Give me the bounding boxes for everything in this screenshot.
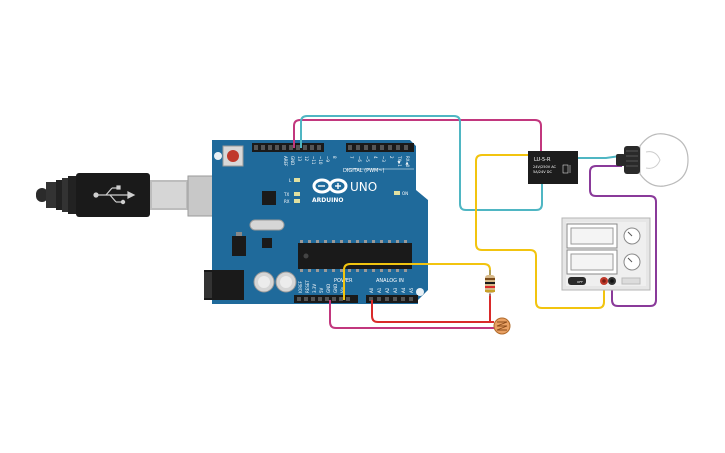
relay-rating-1: 24V/250V AC [533,165,557,169]
resistor[interactable] [485,270,495,296]
relay-rating-2: 5A/24V DC [533,170,552,174]
relay-model: LU-5-R [534,157,551,163]
pin-label-d2: 2 [389,156,394,159]
analog-header [366,295,418,303]
voltage-knob[interactable] [623,227,641,245]
wire-purple-bulb[interactable] [589,165,657,307]
wire-cyan-bulb[interactable] [576,155,621,159]
wire-yellow-resistor[interactable] [343,263,491,300]
pin-label-d7: 7 [349,156,354,159]
supply-terminal-positive[interactable] [600,277,608,285]
pin-label-a5: A5 [409,287,414,293]
pin-label-3v3: 3.3V [312,284,317,293]
pin-label-a1: A1 [377,287,382,293]
light-bulb[interactable] [616,133,689,187]
pin-label-gnd2: GND [333,284,338,293]
usb-symbol-icon [93,185,136,205]
photoresistor-ldr[interactable] [493,317,511,335]
pin-label-d5: ~5 [365,156,370,162]
relay-symbol-icon [562,164,571,174]
wire-magenta-relay[interactable] [293,119,542,152]
supply-button-label: OFF [577,280,583,284]
arduino-logo-icon [312,178,348,194]
crystal-oscillator [249,219,285,231]
pin-label-a2: A2 [385,287,390,293]
pin-label-d8: 8 [332,156,337,159]
pin-label-d13: 13 [297,156,302,162]
pin-label-d12: 12 [304,156,309,162]
dc-power-supply[interactable]: OFF [561,217,651,291]
pin-label-d3: ~3 [381,156,386,162]
supply-terminal-negative[interactable] [608,277,616,285]
atmega-chip [298,243,412,269]
led-on [394,191,400,195]
led-label-l: L [289,178,292,183]
pin-label-a4: A4 [401,287,406,293]
wire-cyan-relay[interactable] [300,115,543,211]
board-brand: ARDUINO [312,197,343,204]
supply-label-plate [621,277,641,285]
small-chip [262,238,272,248]
led-label-rx: RX [284,199,290,204]
usb-chip [262,191,276,205]
analog-label: ANALOG IN [376,278,404,284]
pin-label-5v: 5V [319,287,324,293]
usb-cable[interactable] [36,173,188,217]
capacitor-1 [253,271,275,293]
supply-display-current [566,249,618,275]
pin-label-a0: A0 [369,287,374,293]
pin-label-d10: ~10 [318,156,323,165]
pin-label-d11: ~11 [311,156,316,165]
led-label-tx: TX [283,192,289,197]
led-label-on: ON [402,191,408,196]
pin-label-gnd-top: GND [290,156,295,165]
supply-display-voltage [566,223,618,249]
pin-label-a3: A3 [393,287,398,293]
digital-label: DIGITAL (PWM~) [343,168,385,174]
pin-label-reset: RESET [305,280,310,293]
supply-power-button[interactable]: OFF [568,277,586,285]
capacitor-2 [275,271,297,293]
pin-label-d0: RX◀0 [405,156,410,168]
pin-label-d4: 4 [373,156,378,159]
led-rx [294,199,300,203]
relay-module[interactable]: LU-5-R 24V/250V AC 5A/24V DC [528,151,578,184]
current-knob[interactable] [623,253,641,271]
wire-red-ldr[interactable] [371,300,494,323]
reset-button[interactable] [222,145,244,167]
board-model: UNO [350,180,377,194]
pin-label-d6: ~6 [357,156,362,162]
led-l [294,178,300,182]
arduino-uno-board[interactable]: AREF GND 13 12 ~11 ~10 ~9 8 7 ~6 ~5 4 ~3… [204,140,428,304]
pin-label-ioref: IOREF [298,280,303,293]
wire-magenta-ldr[interactable] [329,300,494,329]
pin-label-aref: AREF [283,156,288,167]
pin-label-gnd1: GND [326,284,331,293]
voltage-regulator [232,236,246,256]
pin-label-d1: TX▶1 [397,155,402,167]
pin-label-d9: ~9 [325,156,330,162]
digital-header-left [252,143,324,152]
pin-label-vin: Vin [340,286,345,293]
wire-yellow-supply[interactable] [475,154,605,309]
led-tx [294,192,300,196]
